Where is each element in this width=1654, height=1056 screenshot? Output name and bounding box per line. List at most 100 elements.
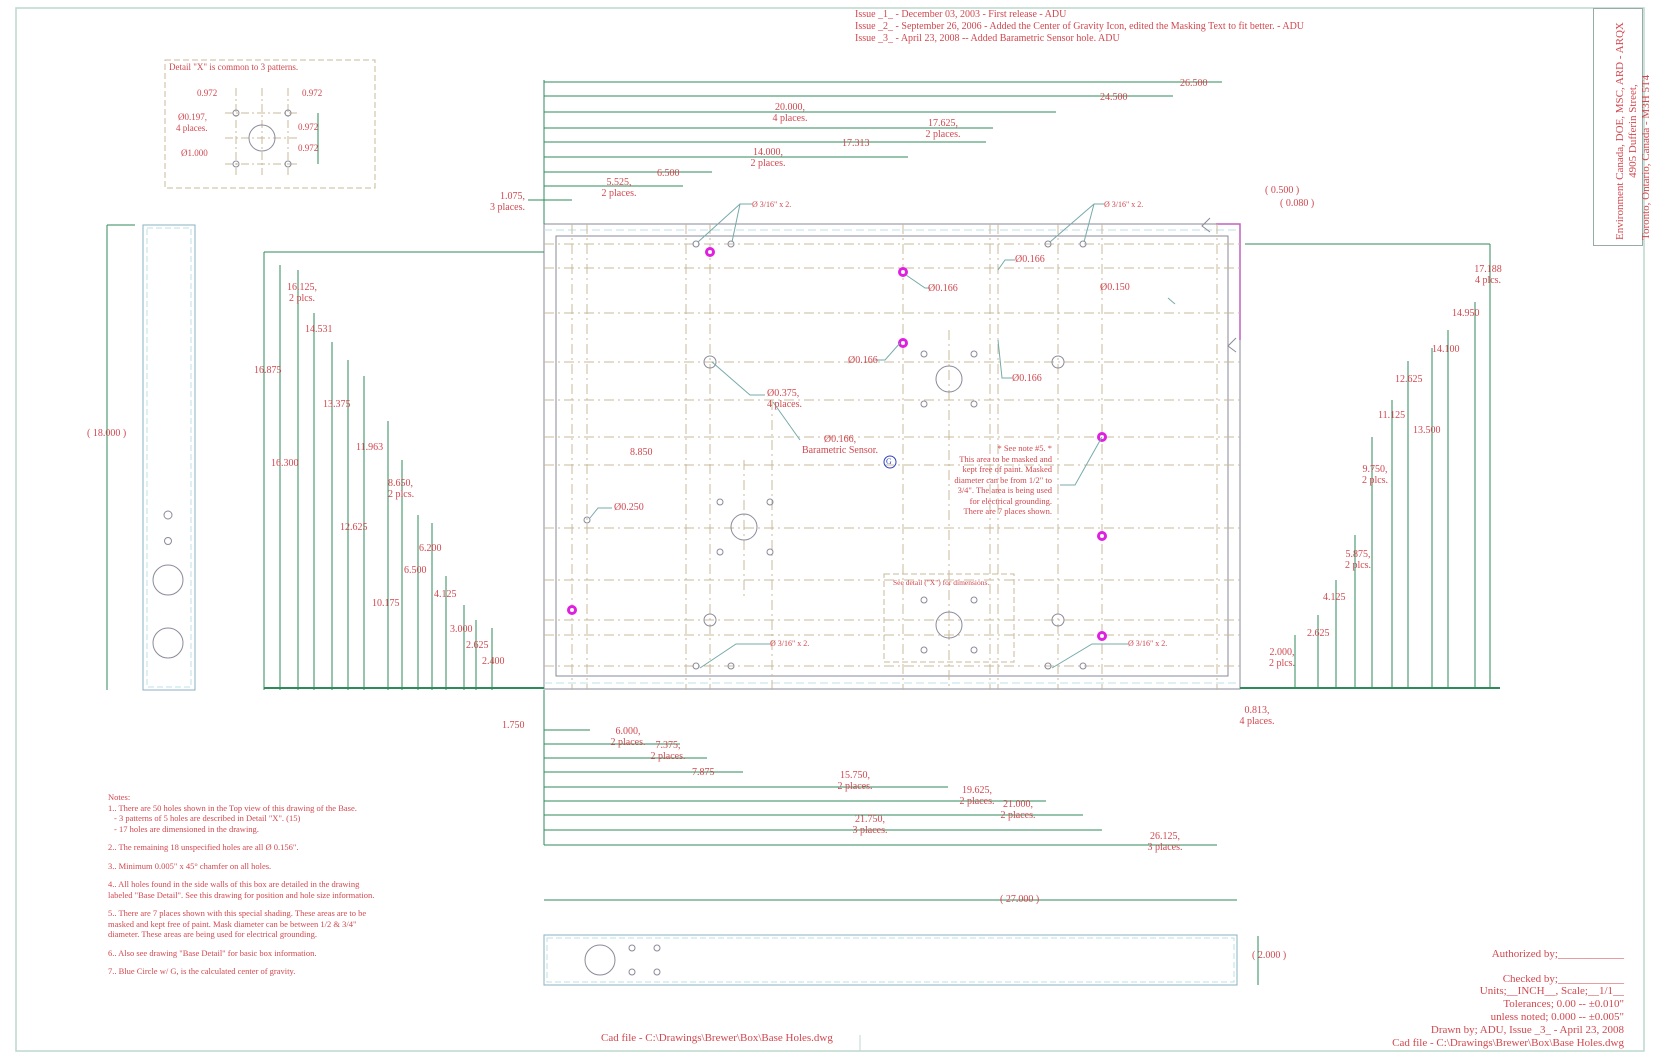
top-view (543, 203, 1241, 690)
mask-note-line: diameter can be from 1/2" to (954, 474, 1052, 485)
note-6: 6.. Also see drawing "Base Detail" for b… (108, 947, 317, 958)
dim-19625: 19.625,2 places. (959, 785, 995, 807)
detail-x-dim-v2: 0.972 (298, 143, 319, 153)
dim-16875: 16.875 (254, 365, 282, 376)
dim-5875: 5.875,2 plcs. (1344, 549, 1372, 571)
dim-0813: 0.813,4 places. (1239, 705, 1275, 727)
cad-file-titleblock: Cad file - C:\Drawings\Brewer\Box\Base H… (1392, 1037, 1624, 1049)
dim-14950: 14.950 (1452, 308, 1480, 319)
callout-d0166-a: Ø0.166 (1015, 254, 1045, 265)
issue-3: Issue _3_ - April 23, 2008 -- Added Bara… (855, 33, 1120, 44)
dim-26500: 26.500 (1180, 78, 1208, 89)
dim-16125: 16.125,2 plcs. (287, 282, 317, 304)
dim-21750: 21.750,3 places. (852, 814, 888, 836)
dim-20000: 20.000,4 places. (772, 102, 808, 124)
cad-file-bottom: Cad file - C:\Drawings\Brewer\Box\Base H… (601, 1032, 833, 1044)
detail-x-dim-left: 0.972 (197, 88, 218, 98)
see-detail-note: See detail ("X") for dimensions. (893, 578, 990, 587)
dim-5525: 5.525,2 places. (601, 177, 637, 199)
dim-0080: ( 0.080 ) (1280, 198, 1315, 209)
dim-14000: 14.000,2 places. (750, 147, 786, 169)
dim-13500: 13.500 (1413, 425, 1441, 436)
note-1: 1.. There are 50 holes shown in the Top … (108, 802, 357, 813)
mask-note-line: 3/4". The area is being used (957, 485, 1052, 495)
notes-title: Notes: (108, 792, 131, 802)
note-1a: - 3 patterns of 5 holes are described in… (114, 813, 301, 823)
dim-6000: 6.000,2 places. (610, 726, 646, 748)
dim-26125: 26.125,3 places. (1147, 831, 1183, 853)
issue-2: Issue _2_ - September 26, 2006 - Added t… (855, 21, 1305, 32)
dim-2000: 2.000,2 plcs. (1268, 647, 1296, 669)
issue-history: Issue _1_ - December 03, 2003 - First re… (855, 9, 1304, 45)
detail-x-small-holes: Ø0.197, (178, 112, 207, 122)
mask-note-line: for electrical grounding. (969, 495, 1052, 506)
mask-note: * See note #5. * This area to be masked … (930, 443, 1052, 517)
authorized-by: Authorized by;____________ (1491, 948, 1624, 960)
callout-d0166-b: Ø0.166 (928, 283, 958, 294)
units-scale: Units;__INCH__, Scale;__1/1__ (1479, 985, 1624, 997)
note-5: 5.. There are 7 places shown with this s… (108, 908, 367, 939)
callout-316-top-right: Ø 3/16" x 2. (1104, 200, 1144, 209)
mask-note-line: This area to be masked and (959, 453, 1052, 464)
address-line-1: Environment Canada, DOE, MSC, ARD - ARQX (1614, 22, 1626, 240)
dim-1075: 1.075,3 places. (490, 191, 525, 213)
address-line-3: Toronto, Ontario, Canada - M3H 5T4 (1640, 74, 1652, 240)
dim-11125: 11.125 (1378, 410, 1406, 421)
dim-7875: 7.875 (692, 767, 715, 778)
address-text: Environment Canada, DOE, MSC, ARD - ARQX… (1614, 22, 1653, 240)
dim-6500-left: 6.500 (404, 565, 427, 576)
note-3: 3.. Minimum 0.005" x 45° chamfer on all … (108, 860, 272, 871)
sheet-border (15, 7, 1645, 1052)
dim-6500-top: 6.500 (657, 168, 680, 179)
tolerances: Tolerances; 0.00 -- ±0.010" (1503, 998, 1624, 1010)
dim-12625-left: 12.625 (340, 522, 368, 533)
checked-by: Checked by;____________ (1502, 973, 1624, 985)
dim-2400: 2.400 (482, 656, 505, 667)
detail-x-view (164, 59, 376, 189)
detail-x-small-holes-places: 4 places. (176, 123, 208, 133)
mask-note-line: kept free of paint. Masked (962, 464, 1052, 474)
dim-1750: 1.750 (502, 720, 525, 731)
note-1b: - 17 holes are dimensioned in the drawin… (114, 823, 259, 834)
callout-d0250: Ø0.250 (614, 502, 644, 513)
mask-note-line: * See note #5. * (997, 443, 1052, 453)
notes-block: Notes: 1.. There are 50 holes shown in t… (108, 792, 378, 985)
callout-316-bottom-right: Ø 3/16" x 2. (1128, 639, 1168, 648)
dim-10175: 10.175 (372, 598, 400, 609)
front-view-width: ( 27.000 ) (1000, 894, 1040, 905)
side-view (106, 224, 196, 691)
address-block (1593, 8, 1643, 246)
cog-symbol: G (886, 457, 892, 466)
detail-x-title: Detail "X" is common to 3 patterns. (169, 62, 299, 72)
mask-note-line: There are 7 places shown. (963, 506, 1052, 516)
center-of-gravity-icon (883, 455, 897, 469)
front-view (543, 934, 1238, 986)
dim-12625-right: 12.625 (1395, 374, 1423, 385)
note-7: 7.. Blue Circle w/ G, is the calculated … (108, 966, 296, 976)
address-line-2: 4905 Dufferin Street, (1627, 84, 1639, 178)
callout-316-top-left: Ø 3/16" x 2. (752, 200, 792, 209)
dim-2625-left: 2.625 (466, 640, 489, 651)
front-view-height: ( 2.000 ) (1252, 950, 1287, 961)
dim-3000: 3.000 (450, 624, 473, 635)
side-view-height: ( 18.000 ) (87, 428, 127, 439)
dim-4125-right: 4.125 (1323, 592, 1346, 603)
callout-d0166-d: Ø0.166 (1012, 373, 1042, 384)
dim-21000: 21.000,2 places. (1000, 799, 1036, 821)
note-2: 2.. The remaining 18 unspecified holes a… (108, 842, 299, 852)
dim-8850: 8.850 (630, 447, 653, 458)
dim-17625: 17.625,2 places. (925, 118, 961, 140)
dim-9750: 9.750,2 plcs. (1361, 464, 1389, 486)
dim-2625-right: 2.625 (1307, 628, 1330, 639)
dim-0500: ( 0.500 ) (1265, 185, 1300, 196)
dim-16300: 16.300 (271, 458, 299, 469)
dim-6200: 6.200 (419, 543, 442, 554)
dim-14100: 14.100 (1432, 344, 1460, 355)
dim-11963: 11.963 (356, 442, 384, 453)
unless-noted: unless noted; 0.000 -- ±0.005" (1490, 1011, 1624, 1023)
dim-24500: 24.500 (1100, 92, 1128, 103)
drawn-by: Drawn by; ADU, Issue _3_ - April 23, 200… (1430, 1024, 1624, 1036)
dimension-lines (263, 80, 1500, 985)
